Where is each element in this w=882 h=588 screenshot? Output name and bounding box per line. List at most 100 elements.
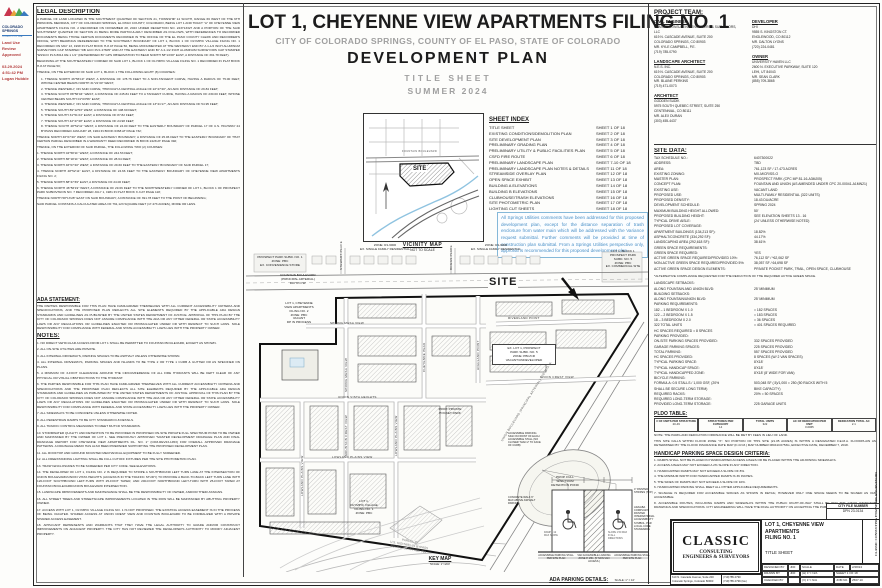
note-item: 12. ALL FREESTANDING LIGHTING SHALL BE F… <box>37 457 197 462</box>
site-data-label: AREA: <box>654 166 665 171</box>
sheet-index-name: SITE DEVELOPMENT PLAN <box>489 136 541 142</box>
ada-label-ramp: RAMP 1:12 MAX SLOPE <box>544 531 558 537</box>
pldo-column-value: 20-49 <box>672 422 680 427</box>
parking-label: TOTAL PARKING: <box>654 349 682 354</box>
site-data-value: 18.82% <box>754 229 766 234</box>
parking-row: ALONG FOUNTAIN AND UNION BLVD: 25' MINIM… <box>654 287 876 292</box>
site-data-value: (24' UNLESS OTHERWISE NOTED) <box>754 219 810 224</box>
ada-heading: ADA STATEMENT: <box>37 297 80 303</box>
note-item: 15. LANDSCAPE IMPROVEMENTS AND MAINTENAN… <box>37 490 224 495</box>
legal-course: 4. THENCE WESTERLY, ON SAID CURVE, THROU… <box>41 102 219 107</box>
sheet-border-inner <box>36 6 877 583</box>
site-arrow <box>561 277 579 300</box>
site-data-row: PROPOSED LOT COVERAGE: <box>654 224 876 229</box>
tb-project-line1: LOT 1, CHEYENNE VIEW APARTMENTS <box>765 522 824 535</box>
site-data-row: DEVELOPMENT SCHEDULE: SPRING 2024 <box>654 203 876 208</box>
ada-text: THE PARTIES RESPONSIBLE FOR THIS PLAN HA… <box>37 304 240 331</box>
ada-stall-label-1: ACCESSIBLE PARKING STALL PER SITE PLAN <box>538 554 574 560</box>
parking-value: 8 SPACES (W/ 2 VAN SPACES) <box>754 355 803 360</box>
site-data-heading: SITE DATA: <box>654 148 687 154</box>
sheet-index-number: SHEET 12 OF 18 <box>596 171 628 177</box>
drawn-by-label: DRAWN BY <box>762 570 788 578</box>
ada-stall-label-3: ACCESSIBLE PARKING STALL PER SITE PLAN <box>614 554 650 560</box>
sheet-index-number: SHEET 7-10 OF 18 <box>596 159 631 165</box>
parcel-label-filing2: LOT 1, CHEYENNE VIEW APARTMENTS FILING N… <box>284 301 314 325</box>
stamp-line1: Land Use Review <box>2 40 21 51</box>
city-logo-name2: SPRINGS <box>2 29 19 34</box>
clubhouse-footprint <box>281 349 319 381</box>
site-data-row: LANDSCAPING AREA (292,618 SF): 38.61% <box>654 240 876 245</box>
parking-value: 20% = 50 SPACES <box>754 391 783 396</box>
parking-row: TYPICAL HANDICAPPED ZONE: 8'X18' (8' WID… <box>654 371 876 376</box>
site-data-value: 44.17% <box>754 234 766 239</box>
vicinity-highway <box>391 189 480 239</box>
parking-label: PARKING REQUIREMENTS: <box>654 302 699 307</box>
parking-row: SHALL BE SECURE LONG TERM) BIKE CAPACITY… <box>654 387 876 392</box>
vicinity-subtitle: NOT TO SCALE <box>410 248 435 252</box>
parking-label: TYPICAL PARKING SPACE: <box>654 360 698 365</box>
firm-sub2: ENGINEERS & SURVEYORS <box>682 555 750 560</box>
key-map-interchange <box>389 505 443 545</box>
site-data-row: ADDRESS: TBD <box>654 161 876 166</box>
parking-value: 25' MINIMUM <box>754 297 775 302</box>
parking-label: PARKING PROVIDED: <box>654 333 689 338</box>
title-area: LOT 1, CHEYENNE VIEW APARTMENTS FILING N… <box>248 12 729 96</box>
sheet-index-name: CSFD FIRE ROUTE <box>489 153 526 159</box>
legal-line: 2. THENCE NORTH 86°18'11" WEST, A DISTAN… <box>37 157 131 162</box>
parking-label: BICYCLE PARKING: <box>654 376 686 381</box>
site-data-value: 76,112 SF / *62,062 SF <box>754 256 790 261</box>
parking-row: LANDSCAPE SETBACKS: <box>654 281 876 286</box>
sheet-number: SHEET 1 OF 18 <box>834 570 879 578</box>
legal-course: 8. THENCE SOUTH 48°52'11" WEST, A DISTAN… <box>41 124 240 133</box>
building-footprints <box>265 299 615 535</box>
site-data-label: PROPOSED USE: <box>654 192 683 197</box>
parking-value: 8'X18' <box>754 365 764 370</box>
city-logo-mountains <box>4 7 29 16</box>
hc-criteria-item: 7. SIGNAGE IS REQUIRED FOR ACCESSIBLE SP… <box>654 490 876 500</box>
street-label-cheyenne-peak: CHEYENNE PEAK <box>422 342 426 372</box>
pldo-column-header: STRUCTURES PER CATEGORY <box>707 418 734 427</box>
vicinity-title: VICINITY MAP <box>402 242 443 248</box>
site-data-label: ASPHALT/CONCRETE (334,292 SF): <box>654 234 711 239</box>
site-data-row: CONCEPT PLAN: FOUNTAIN AND UNION (AS AME… <box>654 182 876 187</box>
ada-parking-diagram <box>538 469 648 559</box>
sheet-index-number: SHEET 4 OF 18 <box>596 142 625 148</box>
note-item: 5. A MINIMUM OF 3-FOOT CLEARANCE AROUND … <box>37 371 240 380</box>
firm-address1: 619 N. Cascade Avenue, Suite 200 <box>672 576 714 579</box>
vicinity-creek <box>371 175 479 237</box>
stamp-line2: Approved <box>2 52 21 57</box>
note-item: 3. ALL INTERNAL DRIVEWAYS, PARKING SPACE… <box>37 353 181 358</box>
hc-criteria-item: 5. THE SIDES OF RAMPS MAY NOT EXCEED A S… <box>654 479 746 484</box>
approval-stamp: Land Use Review Approved 03.29.2024 4:51… <box>2 40 32 82</box>
tb-sheet-title: TITLE SHEET <box>765 549 793 555</box>
legal-course: 1. THENCE NORTH 46°56'19" WEST, A DISTAN… <box>41 76 240 86</box>
note-item: 4. ALL INTERNAL DRIVEWAYS, PARKING SPACE… <box>37 360 240 369</box>
parking-value: = 401 SPACES REQUIRED <box>754 323 796 328</box>
team-role-architect: ARCHITECT <box>654 93 679 99</box>
site-data-label: MAXIMUM BUILDING HEIGHT ALLOWED: <box>654 208 720 213</box>
internal-streets <box>260 294 637 538</box>
site-data-row: PROPOSED DENSITY: 18.43 DU/ACRE <box>654 198 876 203</box>
credits-table: DESIGNED BY JDF SCALE DATE 2/28/24 DRAWN… <box>762 563 879 584</box>
hc-criteria-item: 4. THE MINIMUM WIDTH FOR HANDICAPPED RAM… <box>654 474 754 479</box>
sheet-index-list: TITLE SHEET SHEET 1 OF 18 EXISTING CONDI… <box>489 125 644 212</box>
utilities-comment-box: All Springs Utilities comments have been… <box>497 212 648 258</box>
parking-label: PROVIDED LONG-TERM STORAGE: <box>654 402 712 407</box>
legal-courses: 1. THENCE NORTH 46°56'19" WEST, A DISTAN… <box>37 77 240 133</box>
sheet-index-row: CSFD FIRE ROUTE SHEET 6 OF 18 <box>489 154 644 160</box>
vicinity-north-arrow <box>383 182 389 209</box>
site-data-row: NON-ACTIVE GREEN SPACE REQUIRED/PROVIDED… <box>654 261 876 266</box>
parking-label: FORMULA: 0.5 STALLS / 1,000 GSF, (20% <box>654 381 720 386</box>
sheet-index-number: SHEET 5 OF 18 <box>596 148 625 154</box>
note-item: 2. ALL ON-SITE UTILITIES ARE PRIVATE. <box>37 347 96 352</box>
street-label-spring-mesa-v: SPRING MESA VIEW <box>344 358 348 392</box>
fountain-boulevard-road <box>245 271 649 291</box>
parcel-label-r1: ZONE: R1-6000 EX. SINGLE FAMILY RESIDENT… <box>360 243 410 251</box>
parking-row: REQUIRED LONG-TERM STORAGE: <box>654 397 876 402</box>
legal-line: 6. THENCE NORTH 46°56'19" WEST, A DISTAN… <box>37 185 240 194</box>
parking-row: BICYCLE PARKING: <box>654 376 876 381</box>
sheet-index-number: SHEET 14 OF 18 <box>596 182 628 188</box>
sheet-index-number: SHEET 17 OF 18 <box>596 200 628 206</box>
site-data-row: GREEN SPACE REQUIREMENTS: <box>654 246 876 251</box>
sheet-index-name: PRELIMINARY LANDSCAPE PLAN NOTES & DETAI… <box>489 165 590 171</box>
